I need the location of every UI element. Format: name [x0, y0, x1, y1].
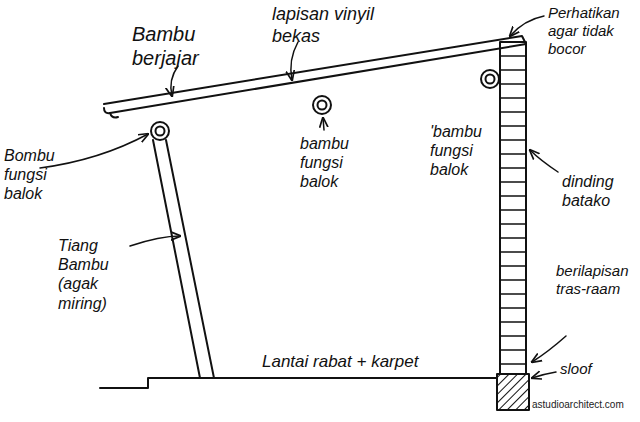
leader-line [40, 16, 566, 378]
beam-label: bambu fungsi balok [300, 134, 362, 192]
leak-note: Perhatikan agar tidak bocor [548, 4, 634, 58]
sloof-label: sloof [560, 360, 592, 378]
plaster-label: berilapisan tras-raam [556, 262, 632, 298]
batako-wall [500, 42, 526, 374]
watermark: astudioarchitect.com [530, 399, 626, 411]
bamboo-post [153, 140, 214, 378]
floor-label: Lantai rabat + karpet [262, 352, 418, 372]
bamboo-beam [481, 70, 499, 88]
sloof [497, 374, 529, 410]
bamboo-beam [313, 96, 331, 114]
beam-label: 'bambu fungsi balok [430, 122, 492, 180]
wall-label: dinding batako [562, 172, 632, 210]
beam-label: Bombu fungsi balok [4, 146, 60, 204]
wall-courses [500, 56, 526, 364]
roof-lip [110, 113, 118, 118]
post-label: Tiang Bambu (agak miring) [58, 236, 124, 313]
floor-rabat [100, 378, 497, 388]
bamboo-beam [151, 122, 169, 140]
roof-label: Bambu berjajar [132, 22, 212, 70]
vinyl-label: lapisan vinyil bekas [272, 4, 392, 47]
